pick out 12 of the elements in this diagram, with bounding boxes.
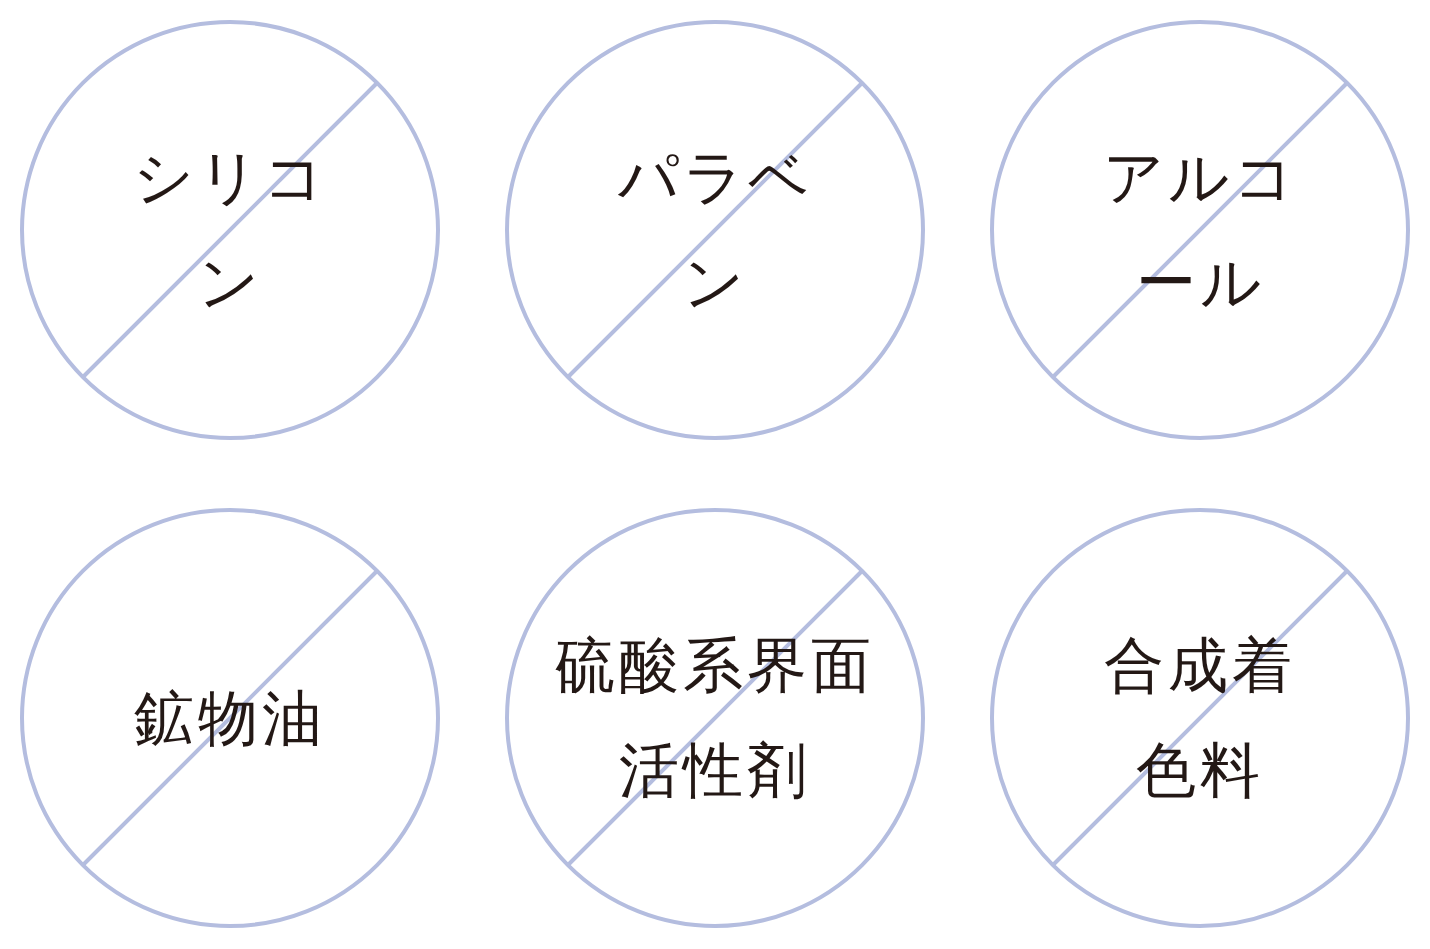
prohibition-sign xyxy=(990,20,1410,440)
ingredient-name: 硫酸系界面活性剤 xyxy=(554,629,876,807)
ingredient-name: パラベン xyxy=(616,141,814,319)
prohibition-sign xyxy=(505,20,925,440)
ingredient-name: 鉱物油 xyxy=(134,681,326,755)
prohibition-sign xyxy=(990,508,1410,928)
ingredient-name: アルコール xyxy=(1101,141,1299,319)
prohibition-sign xyxy=(20,508,440,928)
ingredient-name: シリコン xyxy=(131,141,329,319)
ingredient-name: 合成着色料 xyxy=(1103,629,1297,807)
prohibition-sign xyxy=(505,508,925,928)
prohibition-sign xyxy=(20,20,440,440)
